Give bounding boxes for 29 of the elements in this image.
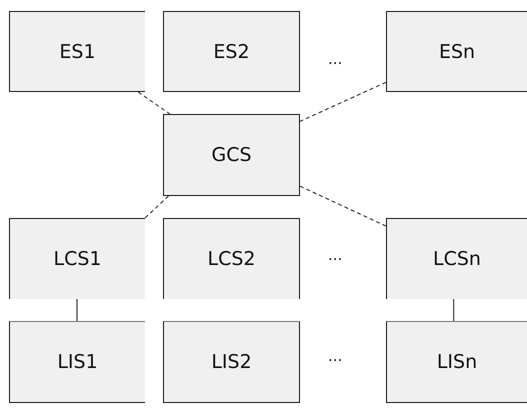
ellipsis-label: ... xyxy=(328,50,342,68)
dashed-connector xyxy=(144,196,169,218)
ellipsis-label: ... xyxy=(328,347,342,365)
component-label: LIS2 xyxy=(211,351,252,373)
component-box xyxy=(163,114,300,196)
component-box xyxy=(163,218,300,299)
component-box xyxy=(386,218,527,299)
dashed-connector xyxy=(300,186,386,227)
component-label: LCSn xyxy=(433,248,481,270)
connector-line xyxy=(76,298,78,322)
component-box xyxy=(9,11,145,92)
component-label: GCS xyxy=(211,144,252,166)
dashed-connector xyxy=(300,82,386,122)
component-box xyxy=(386,11,527,92)
connector-line xyxy=(453,298,454,322)
component-label: ES1 xyxy=(59,40,96,62)
ellipsis-label: ... xyxy=(328,246,342,264)
component-label: LCS2 xyxy=(207,248,256,270)
component-box xyxy=(386,321,527,403)
component-box xyxy=(163,11,300,92)
component-label: LCS1 xyxy=(53,248,102,270)
component-label: LIS1 xyxy=(57,351,98,373)
component-box xyxy=(9,321,145,403)
dashed-connector xyxy=(138,92,170,114)
component-label: ESn xyxy=(438,40,476,62)
component-label: LISn xyxy=(436,351,478,373)
component-label: ES2 xyxy=(213,40,250,62)
component-box xyxy=(163,321,300,403)
component-box xyxy=(9,218,145,299)
